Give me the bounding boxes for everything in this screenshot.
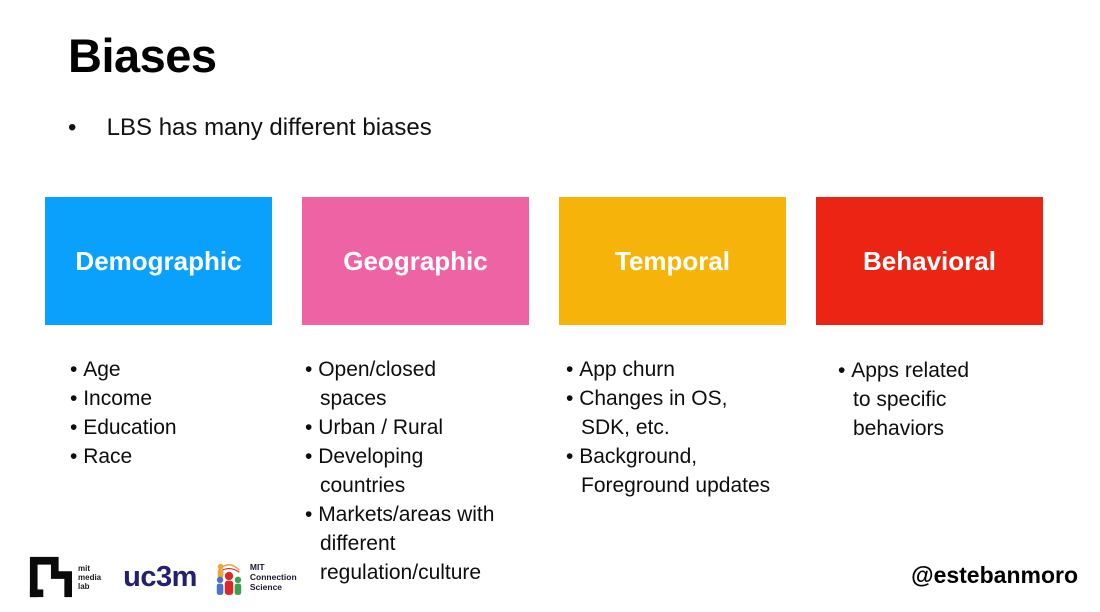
list-item: App churn <box>566 355 812 384</box>
category-label-temporal: Temporal <box>614 245 731 276</box>
list-item: Open/closed spaces <box>305 355 537 413</box>
category-label-behavioral: Behavioral <box>863 245 996 276</box>
category-label-demographic: Demographic <box>75 245 242 276</box>
temporal-list: App churn Changes in OS, SDK, etc. Backg… <box>566 355 812 500</box>
mit-media-lab-logo-text: mit media lab <box>78 564 101 591</box>
page-title: Biases <box>68 29 217 82</box>
mit-connection-science-logo-text: MIT Connection Science <box>250 562 297 592</box>
list-item: Urban / Rural <box>305 413 537 442</box>
footer-logos: mit media lab uc3m MIT Connection Scienc… <box>28 552 297 602</box>
uc3m-logo: uc3m <box>123 560 197 593</box>
demographic-list: Age Income Education Race <box>70 355 270 471</box>
list-item: Background, Foreground updates <box>566 442 812 500</box>
list-item: Markets/areas with different regulation/… <box>305 500 537 587</box>
mml-text-line: mit <box>78 563 90 573</box>
cs-text-line: Science <box>249 582 283 592</box>
list-item: Age <box>70 355 270 384</box>
behavioral-list: Apps related to specific behaviors <box>838 356 1004 443</box>
list-item: Changes in OS, SDK, etc. <box>566 384 812 442</box>
list-item: Developing countries <box>305 442 537 500</box>
category-box-temporal: Temporal <box>559 197 786 325</box>
list-item: Education <box>70 413 270 442</box>
category-label-geographic: Geographic <box>343 245 488 276</box>
intro-text: LBS has many different biases <box>106 114 432 141</box>
intro-bullet-line: LBS has many different biases <box>68 114 432 142</box>
author-handle: @estebanmoro <box>911 562 1078 588</box>
geographic-list: Open/closed spaces Urban / Rural Develop… <box>305 355 537 587</box>
mml-text-line: media <box>78 572 102 582</box>
cs-text-line: MIT <box>249 562 265 572</box>
category-box-geographic: Geographic <box>302 197 529 325</box>
cs-text-line: Connection <box>249 572 297 582</box>
category-box-behavioral: Behavioral <box>816 197 1043 325</box>
mit-media-lab-logo-icon <box>29 556 72 598</box>
list-item: Apps related to specific behaviors <box>838 356 1004 443</box>
list-item: Race <box>70 442 270 471</box>
list-item: Income <box>70 384 270 413</box>
mml-text-line: lab <box>78 581 90 591</box>
category-box-demographic: Demographic <box>45 197 272 325</box>
category-boxes-row: Demographic Geographic Temporal Behavior… <box>45 197 1043 325</box>
mit-connection-science-logo-icon <box>216 563 242 595</box>
